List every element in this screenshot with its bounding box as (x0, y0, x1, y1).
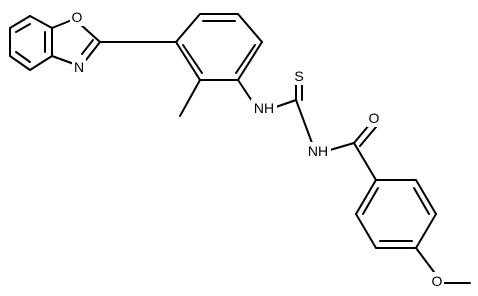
atom-label: NH (308, 143, 328, 159)
bond (355, 179, 377, 215)
bond (175, 41, 201, 81)
bond (9, 55, 31, 71)
bond (329, 142, 355, 151)
bond (353, 142, 377, 181)
atom-methoxy-oxygen: O (430, 272, 444, 290)
atom-label: N (74, 59, 84, 75)
bond-inner (15, 23, 31, 33)
bond-inner (235, 44, 256, 74)
atom-layer: O N NH S NH O (70, 8, 444, 290)
bond (85, 41, 101, 61)
bond-inner (362, 187, 379, 215)
atom-label: O (369, 110, 380, 126)
bond-inner (182, 44, 203, 74)
atom-oxazole-nitrogen: N (72, 58, 86, 76)
bond (51, 19, 73, 29)
bond (51, 55, 75, 65)
atom-nh-left: NH (251, 99, 277, 117)
atom-thio-sulfur: S (292, 67, 306, 85)
bond (415, 213, 437, 249)
bond (9, 15, 31, 29)
atom-nh-right: NH (305, 142, 331, 160)
bond (29, 55, 53, 71)
bond (175, 13, 201, 43)
bond (355, 213, 377, 249)
bond (295, 99, 313, 144)
bond-inner (81, 39, 94, 55)
bond-layer (9, 13, 471, 284)
bond (415, 179, 437, 215)
bond-inner (15, 51, 31, 63)
bond (415, 247, 435, 273)
bond (237, 13, 263, 43)
bond (29, 15, 53, 29)
atom-oxazole-oxygen: O (70, 8, 84, 26)
bond (275, 99, 297, 108)
atom-label: S (294, 68, 303, 84)
bond (353, 123, 371, 144)
bond (79, 23, 101, 43)
atom-label: O (432, 273, 443, 289)
atom-label: NH (254, 100, 274, 116)
bond-inner (413, 187, 430, 215)
atom-carbonyl-oxygen: O (367, 109, 381, 127)
bond (237, 41, 263, 81)
atom-label: O (72, 9, 83, 25)
bond (179, 79, 201, 117)
bond (359, 126, 377, 147)
